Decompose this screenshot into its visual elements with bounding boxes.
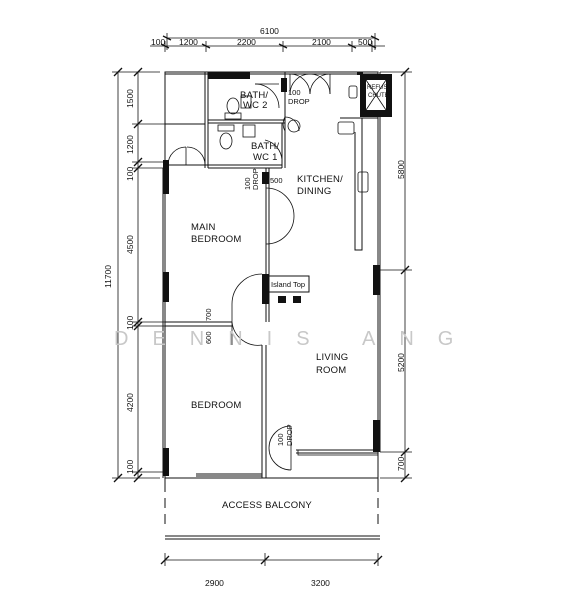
dim-left-100a: 100: [125, 167, 135, 181]
dim-top-100: 100: [151, 37, 165, 47]
room-labels: BATH/ WC 2 100 DROP BATH/ WC 1 100 DROP …: [191, 88, 348, 511]
dim-kitchen-500: 500: [270, 176, 283, 185]
structural-columns: [163, 72, 380, 476]
room-bedroom: BEDROOM: [191, 400, 242, 411]
dim-left-total: 11700: [103, 265, 113, 288]
island-top: Island Top: [268, 275, 310, 303]
dim-top-total: 6100: [260, 26, 279, 36]
room-bath-wc2-line2: WC 2: [243, 100, 268, 111]
dimension-text: 6100 100 1200 2200 2100 500 11700 1500 1…: [103, 26, 406, 588]
dim-left-4500: 4500: [125, 235, 135, 254]
dim-right-700: 700: [396, 457, 406, 471]
dim-left-100b: 100: [125, 316, 135, 330]
room-living-line1: LIVING: [316, 352, 348, 363]
dim-kitchen-drop-100: 100: [243, 177, 252, 190]
room-access-balcony: ACCESS BALCONY: [222, 500, 312, 511]
dimension-ticks: [113, 35, 410, 565]
dim-top-500: 500: [358, 37, 372, 47]
dim-top-2200: 2200: [237, 37, 256, 47]
dim-left-100c: 100: [125, 460, 135, 474]
dim-top-1200: 1200: [179, 37, 198, 47]
walls: [162, 71, 381, 479]
dim-right-5800: 5800: [396, 160, 406, 179]
room-bath-wc1-line1: BATH/: [251, 141, 279, 152]
room-bath-wc2-line1: BATH/: [240, 90, 268, 101]
dim-left-1200: 1200: [125, 135, 135, 154]
dim-top-2100: 2100: [312, 37, 331, 47]
island-top-label: Island Top: [271, 280, 305, 289]
refuse-chute-label-1: REFUSE: [367, 85, 391, 91]
living-drop-label: DROP: [285, 424, 294, 446]
dim-bottom-3200: 3200: [311, 578, 330, 588]
room-kitchen-line1: KITCHEN/: [297, 174, 343, 185]
room-main-bedroom-line1: MAIN: [191, 222, 216, 233]
dim-partition-700: 700: [204, 308, 213, 321]
refuse-chute: REFUSE CHUTE: [360, 74, 392, 117]
access-balcony: [164, 478, 380, 540]
dim-left-1500: 1500: [125, 89, 135, 108]
room-kitchen-line2: DINING: [297, 186, 331, 197]
fixtures: [217, 85, 379, 456]
room-main-bedroom-line2: BEDROOM: [191, 234, 242, 245]
room-bath-wc1-line2: WC 1: [253, 152, 278, 163]
dim-left-4200: 4200: [125, 393, 135, 412]
doors: [167, 73, 331, 471]
bath-drop-label: DROP: [288, 97, 310, 106]
kitchen-drop-label: DROP: [251, 168, 260, 190]
dim-bottom-2900: 2900: [205, 578, 224, 588]
watermark: DENNIS ANG: [114, 328, 477, 350]
dim-right-5200: 5200: [396, 353, 406, 372]
dim-partition-600: 600: [204, 331, 213, 344]
refuse-chute-label-2: CHUTE: [368, 93, 389, 99]
dim-living-drop-100: 100: [276, 433, 285, 446]
dim-bath-drop-100: 100: [288, 88, 301, 97]
room-living-line2: ROOM: [316, 365, 346, 376]
